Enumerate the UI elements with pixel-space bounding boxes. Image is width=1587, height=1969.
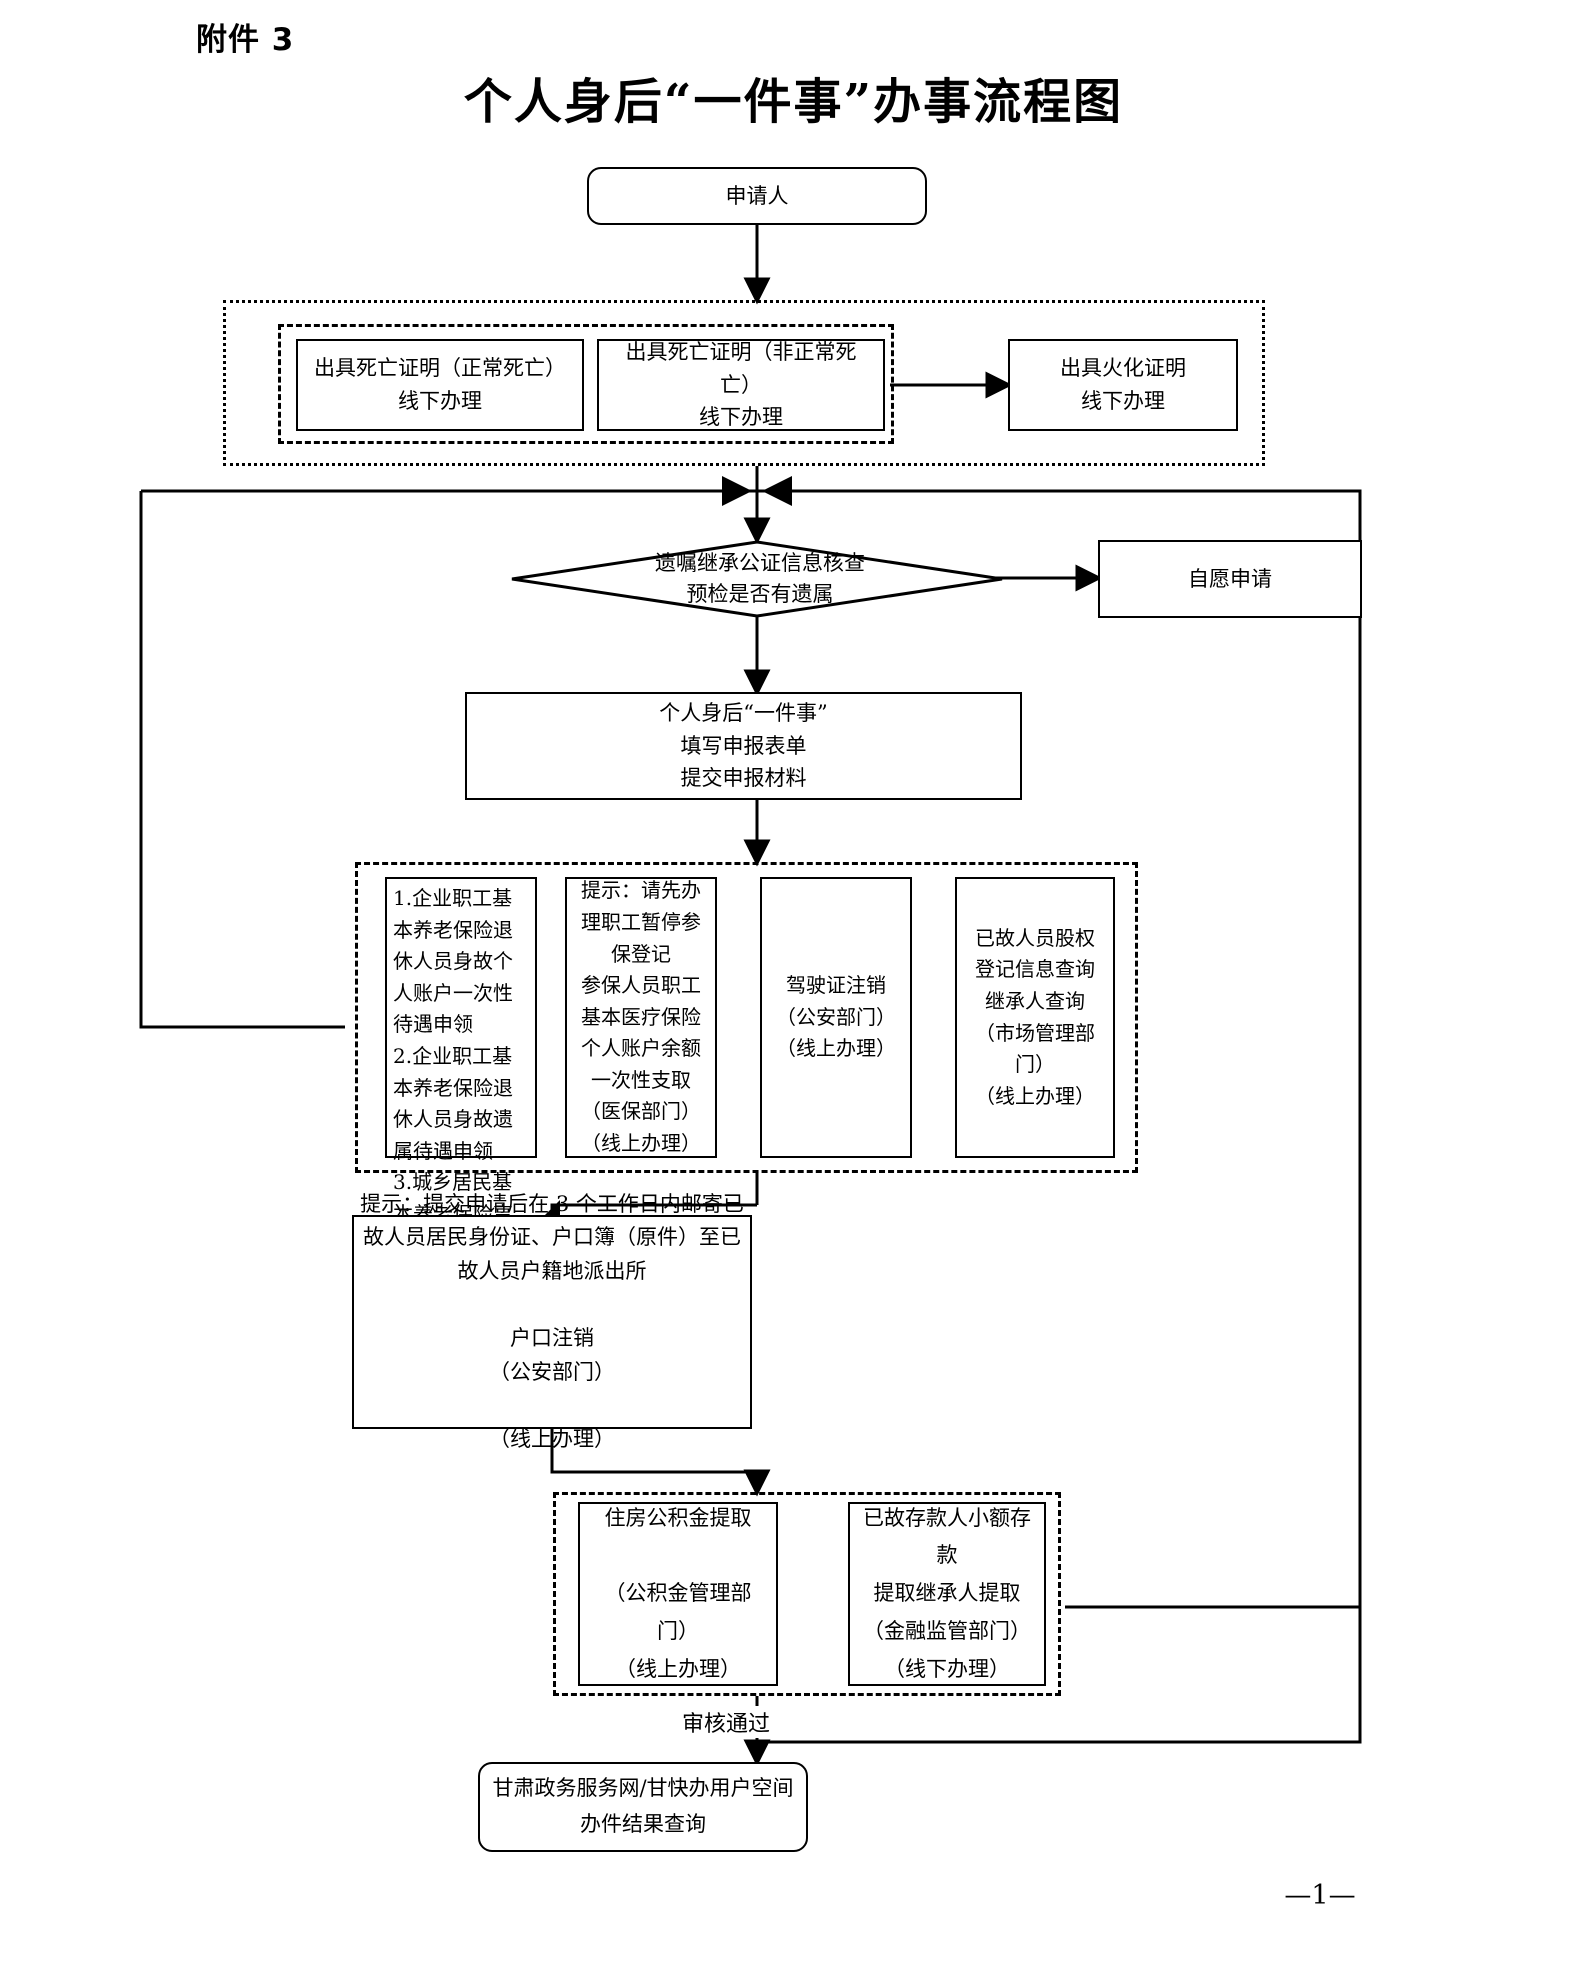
- node-main-form[interactable]: 个人身后“一件事” 填写申报表单 提交申报材料: [465, 692, 1022, 800]
- frame-outer-left: [139, 491, 345, 1029]
- node-bank-deposit[interactable]: 已故存款人小额存款 提取继承人提取 （金融监管部门） （线下办理）: [848, 1502, 1046, 1686]
- arrowhead-left-in: [722, 476, 752, 506]
- node-decision-label: 遗嘱继承公证信息核查 预检是否有遗属: [655, 550, 865, 607]
- group-death-certificate-pair: [278, 324, 894, 444]
- node-cremation-cert[interactable]: 出具火化证明 线下办理: [1008, 339, 1238, 431]
- node-result-query[interactable]: 甘肃政务服务网/甘快办用户空间办件结果查询: [478, 1762, 808, 1852]
- node-housing-fund[interactable]: 住房公积金提取 （公积金管理部门） （线上办理）: [578, 1502, 778, 1686]
- node-decision-shape[interactable]: [510, 540, 1004, 618]
- node-death-cert-normal[interactable]: 出具死亡证明（正常死亡） 线下办理: [296, 339, 584, 431]
- node-voluntary-application[interactable]: 自愿申请: [1098, 540, 1362, 618]
- group-service-items: [355, 862, 1138, 1173]
- arrowhead-right-in: [762, 476, 792, 506]
- node-driver-license[interactable]: 驾驶证注销 （公安部门） （线上办理）: [760, 877, 912, 1158]
- page-title: 个人身后“一件事”办事流程图: [463, 74, 1124, 130]
- group-death-certificates: [223, 300, 1265, 466]
- attachment-label: 附件 3: [196, 22, 295, 58]
- page-number: —1—: [1284, 1880, 1356, 1911]
- node-pension-items[interactable]: 1.企业职工基本养老保险退休人员身故个人账户一次性待遇申领 2.企业职工基本养老…: [385, 877, 537, 1289]
- node-equity-query[interactable]: 已故人员股权 登记信息查询 继承人查询 （市场管理部门） （线上办理）: [955, 877, 1115, 1158]
- node-applicant[interactable]: 申请人: [587, 167, 927, 225]
- group-assets: [553, 1492, 1061, 1696]
- node-household-cancel[interactable]: 提示：提交申请后在 3 个工作日内邮寄已故人员居民身份证、户口簿（原件）至已故人…: [352, 1192, 752, 1451]
- node-death-cert-abnormal[interactable]: 出具死亡证明（非正常死亡） 线下办理: [597, 339, 885, 431]
- edge-label-approved: 审核通过: [678, 1706, 775, 1738]
- node-medical-insurance[interactable]: 提示：请先办理职工暂停参保登记 参保人员职工基本医疗保险个人账户余额一次性支取 …: [565, 877, 717, 1158]
